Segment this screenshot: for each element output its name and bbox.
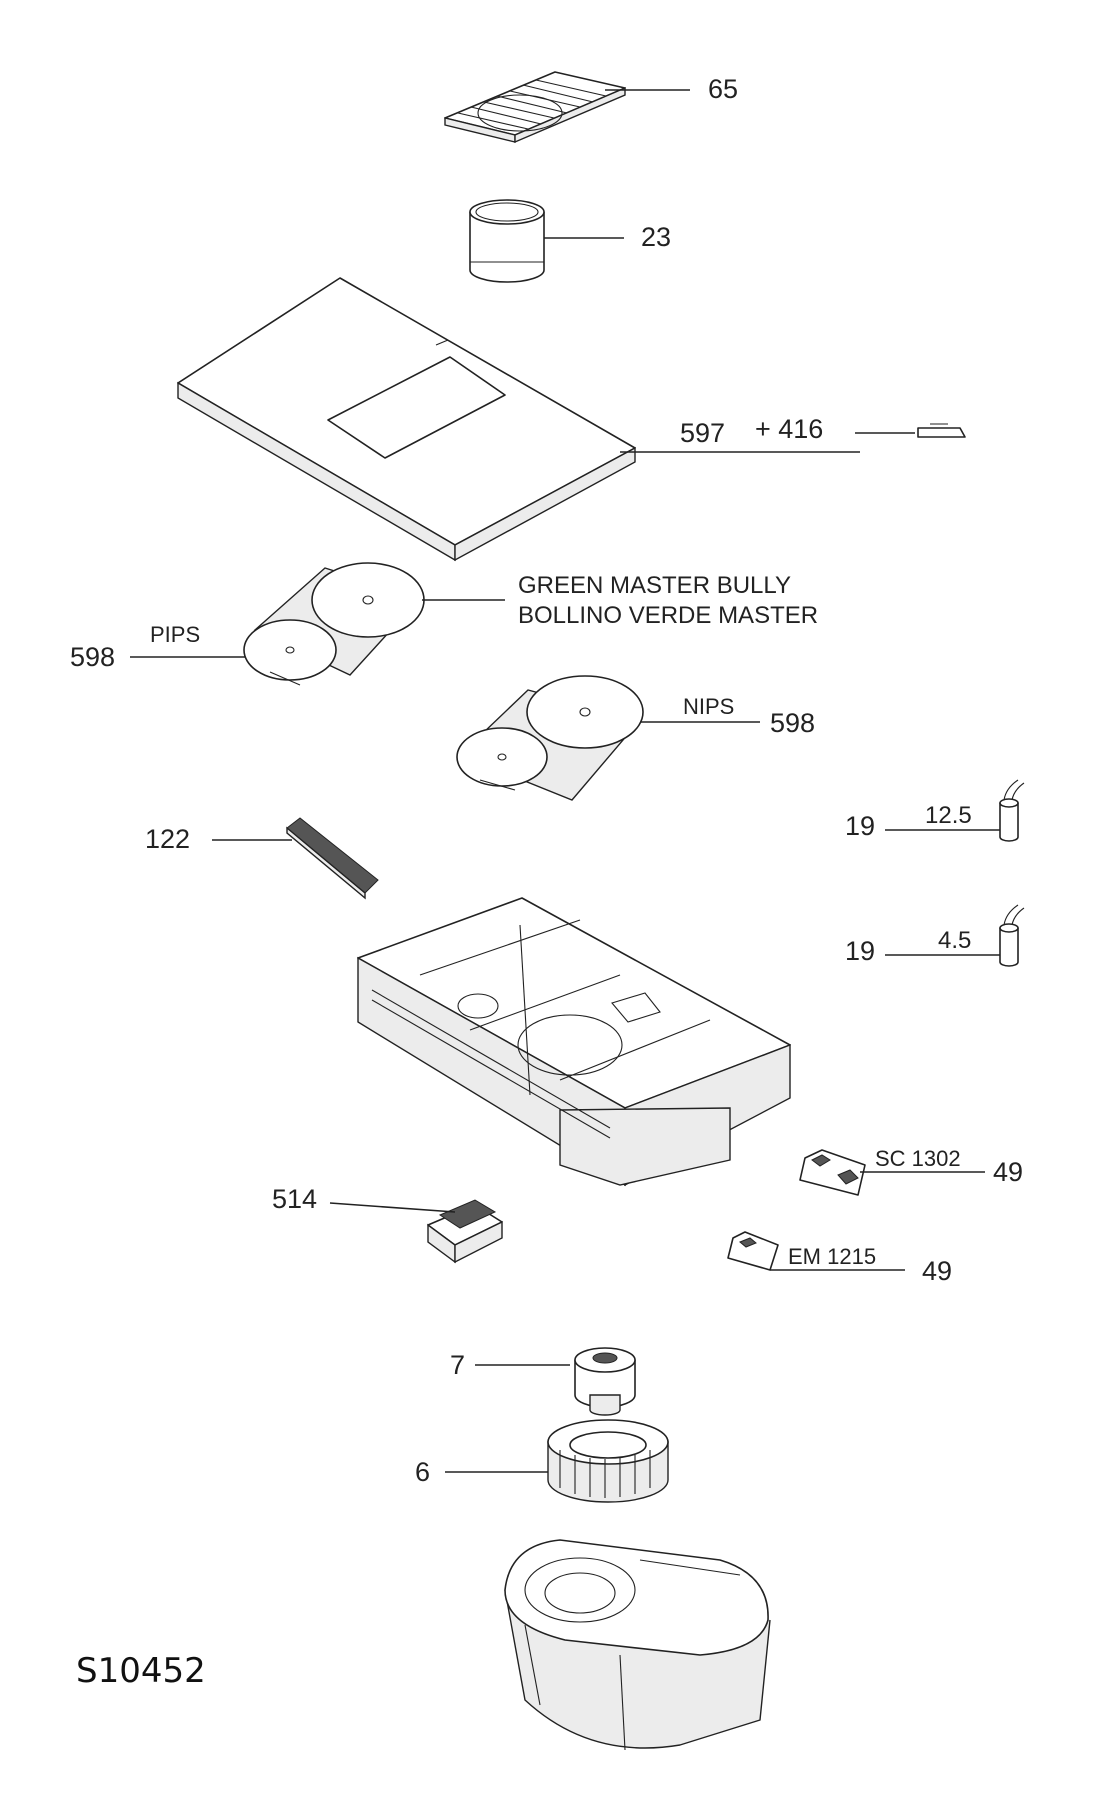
part-blower-housing — [504, 1539, 771, 1751]
part-7-motor — [574, 1347, 636, 1416]
label-65: 65 — [708, 74, 738, 104]
label-122: 122 — [145, 824, 190, 854]
part-122-control-board — [286, 817, 379, 900]
label-19-a: 19 — [845, 811, 875, 841]
part-chassis — [357, 897, 791, 1187]
label-7: 7 — [450, 1350, 465, 1380]
label-19-b: 19 — [845, 936, 875, 966]
label-cap-4-5: 4.5 — [938, 927, 971, 954]
part-19-capacitor-4-5 — [999, 904, 1025, 967]
part-49-board-sc1302 — [799, 1149, 866, 1196]
label-23: 23 — [641, 222, 671, 252]
part-49-board-em1215 — [727, 1231, 779, 1271]
label-597: 597 — [680, 418, 725, 448]
label-49-em: 49 — [922, 1256, 952, 1286]
label-cap-12-5: 12.5 — [925, 802, 972, 829]
label-6: 6 — [415, 1457, 430, 1487]
label-em1215: EM 1215 — [788, 1244, 876, 1269]
label-bully-1: GREEN MASTER BULLY — [518, 572, 791, 599]
label-416: + 416 — [755, 414, 823, 444]
label-sc1302: SC 1302 — [875, 1146, 961, 1171]
label-514: 514 — [272, 1184, 317, 1214]
label-nips: NIPS — [683, 694, 734, 719]
part-65-grille — [444, 71, 626, 144]
label-49-sc: 49 — [993, 1157, 1023, 1187]
label-pips: PIPS — [150, 622, 200, 647]
diagram-code: S10452 — [76, 1651, 206, 1691]
part-6-impeller — [547, 1419, 669, 1503]
label-598-nips: 598 — [770, 708, 815, 738]
label-bully-2: BOLLINO VERDE MASTER — [518, 602, 818, 629]
part-514-terminal-block — [427, 1199, 503, 1264]
part-19-capacitor-12-5 — [999, 779, 1025, 842]
part-416-clip — [917, 423, 966, 438]
label-598-pips: 598 — [70, 642, 115, 672]
part-598-nips-coils — [456, 675, 644, 801]
part-597-glass-top — [177, 277, 636, 562]
part-598-pips-coils — [243, 562, 425, 686]
part-23-filter — [469, 199, 545, 283]
